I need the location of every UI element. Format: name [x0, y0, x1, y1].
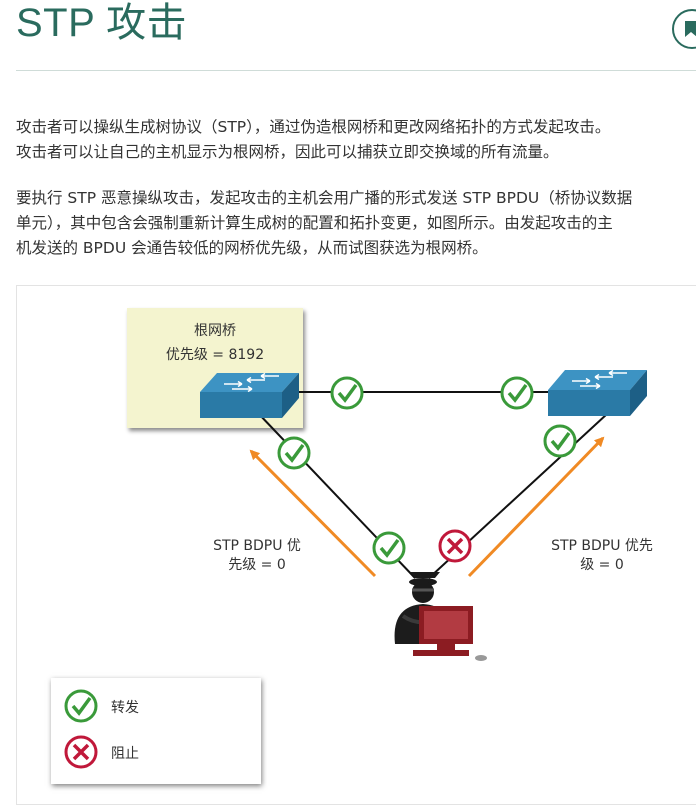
x-circle-icon	[438, 529, 472, 563]
bookmark-icon	[685, 21, 696, 37]
x-circle-icon	[64, 735, 98, 769]
root-bridge-title: 根网桥	[194, 323, 236, 339]
legend-block-row: 阻止	[63, 734, 139, 770]
check-circle-icon	[543, 424, 577, 458]
paragraph-line: 攻击者可以操纵生成树协议（STP），通过伪造根网桥和更改网络拓扑的方式发起攻击。	[16, 118, 611, 136]
check-circle-icon	[330, 376, 364, 410]
bookmark-button[interactable]	[672, 9, 696, 49]
root-bridge-priority: 优先级 = 8192	[165, 347, 265, 363]
left-bpdu-label-line: STP BDPU 优	[213, 538, 301, 554]
title-divider	[16, 70, 696, 71]
network-diagram	[200, 369, 647, 661]
legend: 转发 阻止	[51, 678, 261, 784]
legend-forward-label: 转发	[111, 700, 139, 716]
intro-paragraph: 攻击者可以操纵生成树协议（STP），通过伪造根网桥和更改网络拓扑的方式发起攻击。…	[16, 115, 696, 165]
legend-block-label: 阻止	[111, 746, 139, 762]
check-circle-icon	[500, 376, 534, 410]
check-circle-icon	[277, 436, 311, 470]
left-bpdu-label: STP BDPU 优 先级 = 0	[201, 537, 313, 575]
legend-forward-row: 转发	[63, 688, 139, 724]
check-circle-icon	[64, 689, 98, 723]
right-bpdu-label-line: 级 = 0	[580, 557, 624, 573]
attack-paragraph: 要执行 STP 恶意操纵攻击，发起攻击的主机会用广播的形式发送 STP BPDU…	[16, 186, 696, 261]
root-switch-icon	[200, 372, 299, 418]
paragraph-line: 攻击者可以让自己的主机显示为根网桥，因此可以捕获立即交换域的所有流量。	[16, 143, 559, 161]
right-bpdu-label: STP BDPU 优先 级 = 0	[541, 537, 663, 575]
stp-attack-figure: 根网桥 优先级 = 8192	[16, 285, 696, 805]
page-title: STP 攻击	[16, 1, 188, 45]
left-bpdu-label-line: 先级 = 0	[228, 557, 286, 573]
right-bpdu-arrow	[467, 436, 605, 578]
left-bpdu-arrow	[249, 449, 377, 578]
switch-icon	[548, 369, 647, 416]
hacker-icon	[394, 572, 487, 661]
paragraph-line: 机发送的 BPDU 会通告较低的网桥优先级，从而试图获选为根网桥。	[16, 239, 488, 257]
paragraph-line: 要执行 STP 恶意操纵攻击，发起攻击的主机会用广播的形式发送 STP BPDU…	[16, 189, 633, 207]
right-bpdu-label-line: STP BDPU 优先	[551, 538, 653, 554]
paragraph-line: 单元），其中包含会强制重新计算生成树的配置和拓扑变更，如图所示。由发起攻击的主	[16, 214, 613, 232]
check-circle-icon	[372, 531, 406, 565]
